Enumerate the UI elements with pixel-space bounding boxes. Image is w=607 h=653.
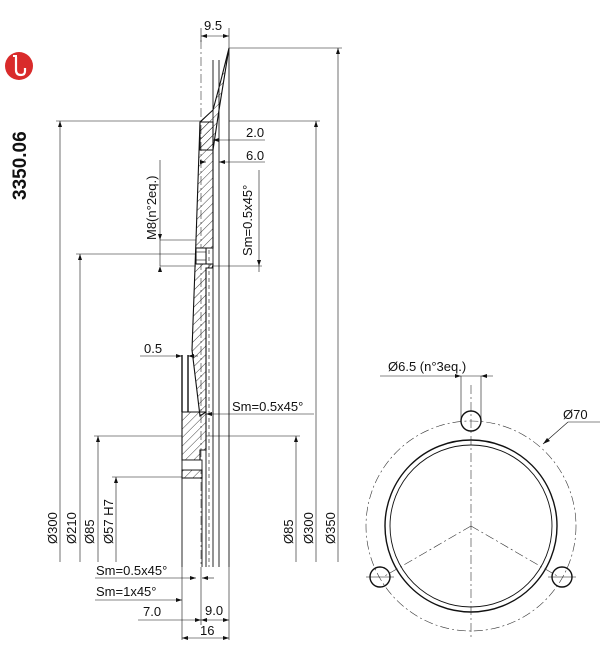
- svg-text:Ø70: Ø70: [563, 407, 588, 422]
- svg-text:Sm=0.5x45°: Sm=0.5x45°: [240, 185, 255, 256]
- dim-0-5: 0.5: [140, 341, 198, 358]
- front-view: [365, 385, 577, 640]
- svg-text:6.0: 6.0: [246, 148, 264, 163]
- svg-text:Sm=0.5x45°: Sm=0.5x45°: [96, 563, 167, 578]
- svg-text:Ø350: Ø350: [323, 512, 338, 544]
- dim-pcd: Ø70: [542, 407, 600, 445]
- svg-text:16: 16: [200, 623, 214, 638]
- svg-text:Ø300: Ø300: [301, 512, 316, 544]
- svg-text:Ø300: Ø300: [45, 512, 60, 544]
- dim-chamfer-mid: Sm=0.5x45°: [206, 399, 314, 416]
- dim-bottom: Sm=0.5x45° Sm=1x45° 7.0 9.0 16: [95, 563, 230, 640]
- svg-text:Sm=0.5x45°: Sm=0.5x45°: [232, 399, 303, 414]
- dim-chamfer-inner: Sm=0.5x45°: [213, 170, 262, 272]
- dim-top-width: 9.5: [200, 18, 230, 48]
- saxophone-icon: [5, 52, 33, 80]
- svg-text:0.5: 0.5: [144, 341, 162, 356]
- svg-text:9.0: 9.0: [205, 603, 223, 618]
- dim-2-0-6-0: 2.0 6.0: [200, 125, 265, 164]
- dim-thread: M8(n°2eq.): [144, 160, 196, 272]
- svg-text:9.5: 9.5: [204, 18, 222, 33]
- dim-left-diameters: Ø300 Ø210 Ø85 Ø57 H7: [45, 120, 200, 562]
- svg-text:Ø85: Ø85: [82, 519, 97, 544]
- svg-text:2.0: 2.0: [246, 125, 264, 140]
- side-section-view: [181, 40, 230, 567]
- svg-text:7.0: 7.0: [143, 604, 161, 619]
- svg-text:Ø85: Ø85: [281, 519, 296, 544]
- svg-text:M8(n°2eq.): M8(n°2eq.): [144, 176, 159, 240]
- dim-right-diameters: Ø85 Ø300 Ø350: [206, 47, 342, 562]
- dim-hole: Ø6.5 (n°3eq.): [380, 359, 493, 421]
- svg-text:Sm=1x45°: Sm=1x45°: [96, 584, 156, 599]
- product-code: 3350.06: [10, 131, 31, 200]
- svg-text:Ø210: Ø210: [64, 512, 79, 544]
- svg-text:Ø57 H7: Ø57 H7: [101, 499, 116, 544]
- svg-text:Ø6.5 (n°3eq.): Ø6.5 (n°3eq.): [388, 359, 466, 374]
